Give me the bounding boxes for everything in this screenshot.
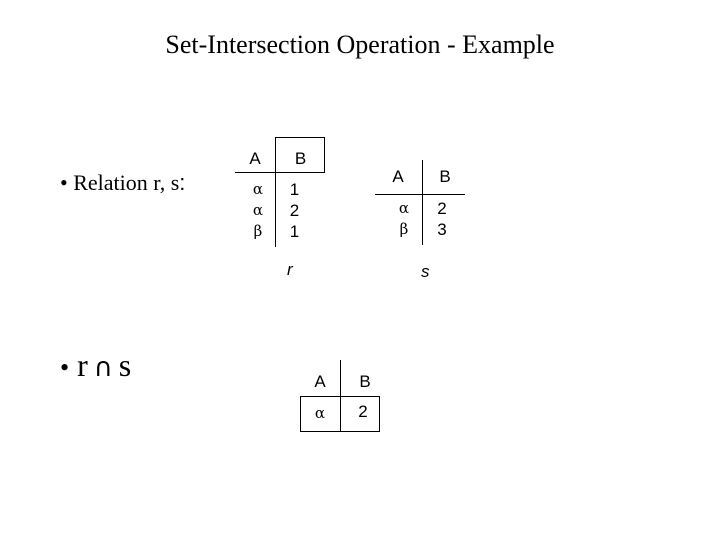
header-a: A — [249, 149, 261, 168]
cell-value: 1 — [289, 180, 300, 199]
intersection-symbol: ∩ — [93, 353, 113, 383]
header-a: A — [392, 167, 404, 186]
table-bottom-border — [300, 431, 380, 432]
cell-value: 2 — [289, 201, 300, 220]
cell-value: α — [252, 201, 264, 219]
table-header-separator — [235, 172, 325, 173]
table-left-border — [300, 396, 301, 432]
header-b: B — [439, 167, 451, 186]
cell-value: β — [253, 222, 263, 240]
slide-title: Set-Intersection Operation - Example — [165, 30, 555, 59]
table-right-border — [379, 396, 380, 432]
cell-value: α — [252, 180, 264, 198]
table-column-divider — [275, 137, 276, 247]
column-a-values: α α β — [243, 179, 273, 242]
cell-value: β — [399, 220, 409, 238]
bullet-marker: • — [60, 170, 68, 195]
column-b-values: 1 2 1 — [277, 179, 312, 242]
cell-value: 1 — [289, 222, 300, 241]
header-b: B — [294, 149, 307, 168]
operand-r: r — [77, 347, 88, 383]
bullet-marker: • — [60, 353, 70, 382]
relation-s-table: A B α β 2 3 — [375, 160, 465, 245]
column-a-values: α β — [389, 198, 419, 240]
table-column-divider — [422, 160, 423, 245]
bullet-relation-rs: • Relation r, s: — [60, 170, 185, 196]
cell-value: 2 — [437, 199, 447, 218]
table-top-border — [275, 137, 325, 138]
result-table: A B α 2 — [300, 360, 380, 432]
header-b: B — [359, 372, 371, 391]
column-b-values: 2 3 — [427, 198, 457, 240]
cell-value: 2 — [358, 402, 368, 421]
cell-value: 3 — [437, 220, 447, 239]
cell-value: α — [398, 199, 410, 217]
bullet-intersection: • r∩s — [60, 345, 131, 388]
relation-s-label: s — [421, 262, 430, 281]
table-header-separator — [375, 194, 465, 195]
relation-r-label: r — [287, 260, 293, 279]
relation-r-table: A B α α β 1 2 1 — [235, 137, 325, 247]
bullet-colon: : — [179, 170, 186, 195]
cell-value: α — [314, 404, 326, 422]
table-right-border — [324, 137, 325, 172]
bullet-text: Relation r, s — [73, 170, 180, 195]
operand-s: s — [118, 347, 132, 383]
header-a: A — [314, 372, 326, 391]
table-column-divider — [340, 360, 341, 432]
